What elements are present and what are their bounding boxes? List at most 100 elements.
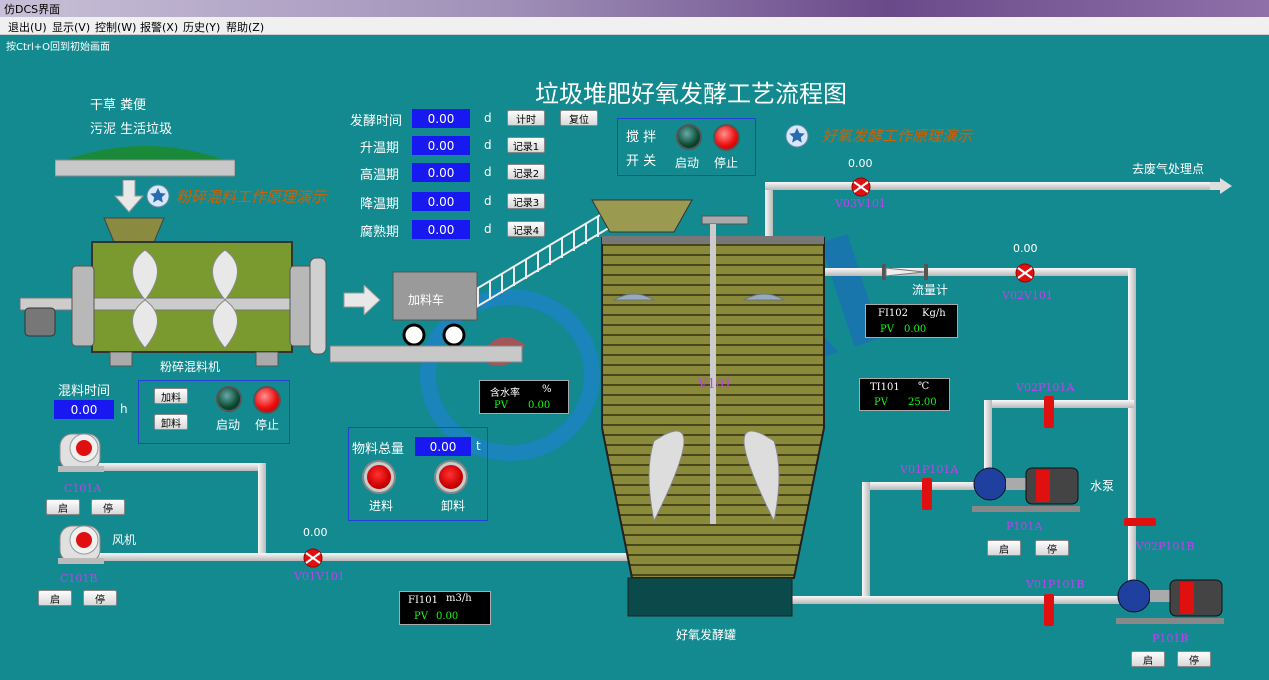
TI101-unit: ℃ <box>918 381 930 392</box>
maturation-value: 0.00 <box>412 220 470 239</box>
hint-text: 按Ctrl+O回到初始画面 <box>6 42 111 53</box>
valve-V01P101A-icon[interactable] <box>922 478 932 510</box>
window-title: 仿DCS界面 <box>4 3 61 16</box>
cart-label: 加料车 <box>408 293 445 307</box>
ferment-time-value: 0.00 <box>412 109 470 128</box>
crusher-demo-link[interactable]: 粉碎混料工作原理演示 <box>176 188 327 206</box>
valve-V02V101-tag: V02V101 <box>1002 289 1053 302</box>
FI101-readout[interactable]: FI101 m3/h PV 0.00 <box>399 591 491 625</box>
ferment-time-label: 发酵时间 <box>350 114 403 129</box>
cooling-label: 降温期 <box>360 197 400 212</box>
valve-V03V101-tag: V03V101 <box>835 197 886 210</box>
material-total-label: 物料总量 <box>352 442 405 457</box>
crusher-stop-label: 停止 <box>255 418 280 432</box>
unload-button[interactable]: 卸料 <box>154 414 188 430</box>
menu-help[interactable]: 帮助(Z) <box>226 21 265 34</box>
record3-button[interactable]: 记录3 <box>507 193 545 209</box>
pump-a-discharge-pipe <box>984 400 1134 408</box>
valve-V02P101B-tag: V02P101B <box>1136 540 1195 553</box>
pump-P101A-icon[interactable] <box>968 454 1084 518</box>
stirrer-label-2: 开 关 <box>626 154 657 169</box>
moisture-readout[interactable]: 含水率 % PV 0.00 <box>479 380 569 414</box>
valve-V01V101-value: 0.00 <box>303 526 328 539</box>
fan-C101B-start-button[interactable]: 启 <box>38 590 72 606</box>
stirrer-stop-lamp[interactable] <box>713 124 740 151</box>
record2-button[interactable]: 记录2 <box>507 164 545 180</box>
menu-alarm[interactable]: 报警(X) <box>140 21 179 34</box>
material-total-panel <box>348 427 488 521</box>
timer-button[interactable]: 计时 <box>507 110 545 126</box>
cooling-value: 0.00 <box>412 192 470 211</box>
stirrer-start-label: 启动 <box>675 156 700 170</box>
record4-button[interactable]: 记录4 <box>507 221 545 237</box>
fan-C101A-icon[interactable] <box>58 428 108 474</box>
valve-V01P101B-icon[interactable] <box>1044 594 1054 626</box>
fan-C101A-start-button[interactable]: 启 <box>46 499 80 515</box>
exhaust-label: 去废气处理点 <box>1132 162 1205 176</box>
valve-V02P101B-icon[interactable] <box>1124 518 1156 526</box>
menu-display[interactable]: 显示(V) <box>52 21 91 34</box>
flowmeter-icon <box>882 264 928 280</box>
TI101-pv: 25.00 <box>908 397 937 408</box>
heating-unit: d <box>484 138 492 152</box>
heating-label: 升温期 <box>360 141 400 156</box>
pump-P101B-start-button[interactable]: 启 <box>1131 651 1165 667</box>
fan-C101B-icon[interactable] <box>58 520 108 566</box>
pump-P101B-icon[interactable] <box>1112 566 1228 630</box>
discharge-label: 卸料 <box>441 499 466 513</box>
FI101-tag: FI101 <box>408 595 438 606</box>
crusher-stop-lamp[interactable] <box>253 386 281 414</box>
exhaust-arrow-icon <box>1210 178 1232 194</box>
fan-C101B-stop-button[interactable]: 停 <box>83 590 117 606</box>
aerobic-demo-link[interactable]: 好氧发酵工作原理演示 <box>822 127 973 145</box>
bottom-recycle-pipe <box>782 596 1128 604</box>
right-arrow-icon <box>343 285 381 315</box>
valve-V01P101A-tag: V01P101A <box>900 463 959 476</box>
FI101-unit: m3/h <box>446 593 472 604</box>
mix-time-value: 0.00 <box>54 400 114 419</box>
high-temp-label: 高温期 <box>360 168 400 183</box>
heating-value: 0.00 <box>412 136 470 155</box>
record1-button[interactable]: 记录1 <box>507 137 545 153</box>
right-riser-pipe <box>1128 268 1136 610</box>
valve-V03V101-icon[interactable] <box>850 176 872 198</box>
page-title: 垃圾堆肥好氧发酵工艺流程图 <box>535 80 847 108</box>
air-inlet-pipe <box>98 553 644 561</box>
load-button[interactable]: 加料 <box>154 388 188 404</box>
FI102-readout[interactable]: FI102 Kg/h PV 0.00 <box>865 304 958 338</box>
pump-P101B-stop-button[interactable]: 停 <box>1177 651 1211 667</box>
crusher-start-lamp[interactable] <box>216 386 242 412</box>
discharge-lamp[interactable] <box>436 462 466 492</box>
fan-C101A-stop-button[interactable]: 停 <box>91 499 125 515</box>
valve-V03V101-value: 0.00 <box>848 157 873 170</box>
pump-label: 水泵 <box>1090 479 1115 493</box>
demo-star-icon[interactable] <box>146 184 170 208</box>
cooling-unit: d <box>484 194 492 208</box>
pump-P101A-stop-button[interactable]: 停 <box>1035 540 1069 556</box>
material-pile <box>55 146 235 177</box>
reset-button[interactable]: 复位 <box>560 110 598 126</box>
crusher-start-label: 启动 <box>216 418 241 432</box>
pump-P101A-start-button[interactable]: 启 <box>987 540 1021 556</box>
moisture-unit: % <box>542 384 552 395</box>
stirrer-start-lamp[interactable] <box>676 124 702 150</box>
feed-lamp[interactable] <box>364 462 394 492</box>
menu-exit[interactable]: 退出(U) <box>8 21 47 34</box>
materials-line2: 污泥 生活垃圾 <box>90 122 173 137</box>
moisture-pv-label: PV <box>494 400 508 411</box>
valve-V01V101-icon[interactable] <box>302 547 324 569</box>
moisture-pv: 0.00 <box>528 400 551 411</box>
hint-bar: 按Ctrl+O回到初始画面 <box>0 35 1269 55</box>
pump-P101A-tag: P101A <box>1006 520 1043 533</box>
valve-V02P101A-icon[interactable] <box>1044 396 1054 428</box>
flowmeter-label: 流量计 <box>912 283 949 297</box>
TI101-readout[interactable]: TI101 ℃ PV 25.00 <box>859 378 950 411</box>
valve-V02V101-icon[interactable] <box>1014 262 1036 284</box>
fan-C101A-tag: C101A <box>64 482 102 495</box>
aerobic-demo-star-icon[interactable] <box>785 124 809 148</box>
crusher-machine <box>20 217 327 367</box>
high-temp-unit: d <box>484 165 492 179</box>
menu-control[interactable]: 控制(W) <box>95 21 137 34</box>
menu-history[interactable]: 历史(Y) <box>183 21 221 34</box>
fan-C101B-tag: C101B <box>60 572 98 585</box>
